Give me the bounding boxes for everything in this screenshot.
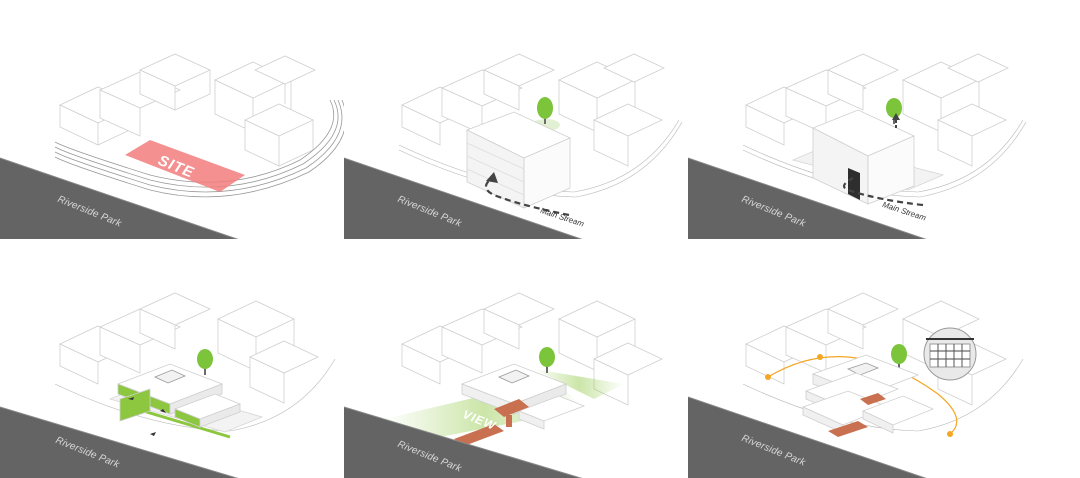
diagram-panel-sunpath: Riverside Park: [688, 239, 1032, 478]
diagram-panel-view: VIEW Riverside Park: [344, 239, 688, 478]
diagram-panel-passage: Riverside Park Main Stream: [688, 0, 1032, 239]
tree: [537, 97, 553, 124]
main-stream-arrow: [842, 177, 924, 207]
tree: [891, 344, 907, 370]
passage-diagram-graphic: [688, 53, 1027, 239]
terraced-volumes: [116, 363, 242, 428]
sunpath-diagram-graphic: [688, 292, 1024, 478]
tree: [197, 349, 213, 375]
view-bridge: [454, 399, 529, 446]
tree: [539, 347, 555, 373]
final-volumes: [801, 354, 935, 434]
diagram-panel-site: SITE Riverside Park: [0, 0, 344, 239]
mass-diagram-graphic: [344, 53, 683, 239]
site-parcel: [125, 140, 245, 192]
building-mass-with-gate: [812, 109, 915, 205]
terraces-diagram-graphic: [0, 292, 336, 478]
bridge-elements: [828, 393, 886, 437]
view-diagram-graphic: [344, 292, 663, 478]
site-diagram-graphic: [0, 53, 344, 239]
tree: [886, 98, 902, 124]
main-stream-arrow: [484, 177, 570, 217]
diagram-panel-terraces: Riverside Park: [0, 239, 344, 478]
building-mass: [466, 111, 571, 209]
diagram-panel-mass: Riverside Park Main Stream: [344, 0, 688, 239]
photo-inset: [923, 327, 977, 381]
sun-path: [767, 356, 958, 435]
